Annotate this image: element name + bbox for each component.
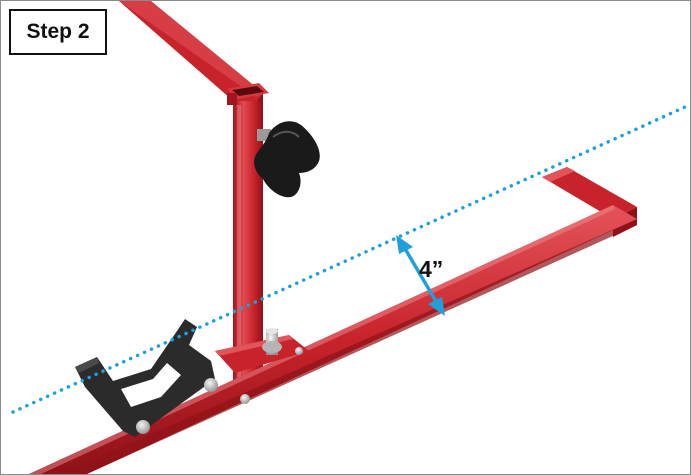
measurement-arrow-icon xyxy=(396,235,445,316)
guide-line xyxy=(11,105,687,414)
base-rail xyxy=(29,205,637,474)
step-label: Step 2 xyxy=(9,9,107,55)
tire-bracket xyxy=(75,319,215,437)
measurement-label: 4” xyxy=(419,256,443,282)
knob xyxy=(254,121,320,198)
hardware xyxy=(136,328,303,434)
vertical-post xyxy=(227,83,269,387)
